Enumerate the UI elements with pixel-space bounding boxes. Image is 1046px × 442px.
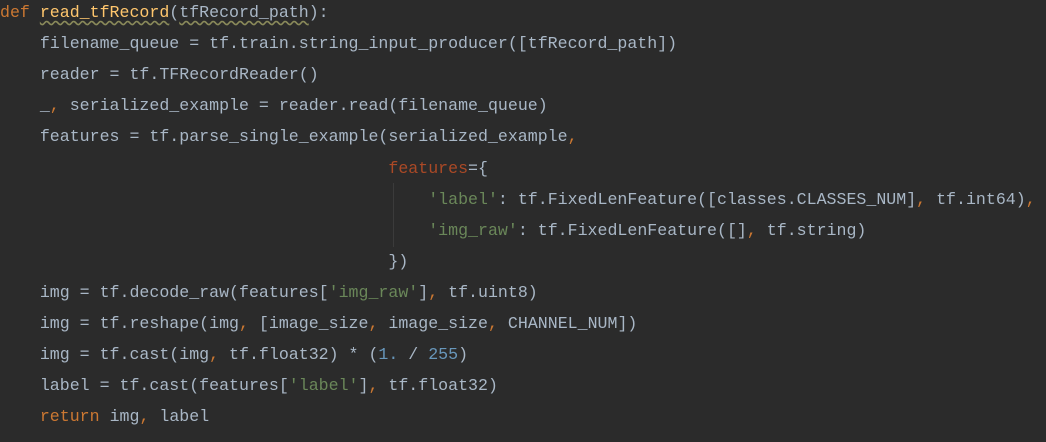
comma-token: , xyxy=(428,283,439,302)
code-token xyxy=(0,221,428,240)
string-token: 'label' xyxy=(428,190,498,209)
comma-token: , xyxy=(567,127,578,146)
code-token: filename_queue = tf.train.string_input_p… xyxy=(0,34,678,53)
function-name-token: read_tfRecord xyxy=(39,3,170,22)
code-token: img = tf.cast(img xyxy=(0,345,210,364)
comma-token: , xyxy=(239,314,249,333)
code-token: label = tf.cast(features[ xyxy=(0,376,289,395)
keyword-token: def xyxy=(0,3,40,22)
code-token: ( xyxy=(169,3,180,22)
code-token: ] xyxy=(418,283,429,302)
comma-token: , xyxy=(49,96,60,115)
code-token: img = tf.decode_raw(features[ xyxy=(0,283,329,302)
code-line[interactable]: def read_tfRecord(tfRecord_path): xyxy=(0,0,329,28)
code-token xyxy=(0,190,428,209)
comma-token: , xyxy=(139,407,150,426)
code-token: image_size xyxy=(378,314,488,333)
comma-token: , xyxy=(916,190,927,209)
code-line[interactable]: label = tf.cast(features['label'], tf.fl… xyxy=(0,370,498,401)
string-token: 'label' xyxy=(288,376,359,395)
parameter-token: tfRecord_path xyxy=(179,3,309,22)
code-token: / xyxy=(398,345,429,364)
code-token: tf.string) xyxy=(756,221,867,240)
code-token: : tf.FixedLenFeature([classes.CLASSES_NU… xyxy=(497,190,917,209)
code-line[interactable]: reader = tf.TFRecordReader() xyxy=(0,59,319,90)
code-token: label xyxy=(149,407,210,426)
code-token: img xyxy=(109,407,140,426)
code-token: tf.float32) * ( xyxy=(219,345,379,364)
code-token: ] xyxy=(358,376,369,395)
code-token: reader = tf.TFRecordReader() xyxy=(0,65,319,84)
code-line[interactable]: img = tf.cast(img, tf.float32) * (1. / 2… xyxy=(0,339,468,370)
code-token: tf.float32) xyxy=(378,376,498,395)
number-token: 1. xyxy=(378,345,399,364)
code-token: _ xyxy=(0,96,50,115)
keyword-token: return xyxy=(39,407,110,426)
comma-token: , xyxy=(368,314,379,333)
comma-token: , xyxy=(746,221,757,240)
code-token: ): xyxy=(308,3,329,22)
code-line[interactable]: features = tf.parse_single_example(seria… xyxy=(0,121,578,152)
code-token: }) xyxy=(0,252,409,271)
named-arg-token: features xyxy=(388,159,469,178)
comma-token: , xyxy=(1025,190,1036,209)
code-token xyxy=(0,159,388,178)
code-line[interactable]: 'label': tf.FixedLenFeature([classes.CLA… xyxy=(0,184,1036,215)
code-line[interactable]: }) xyxy=(0,246,408,277)
comma-token: , xyxy=(487,314,498,333)
string-token: 'img_raw' xyxy=(428,221,518,240)
code-line[interactable]: _, serialized_example = reader.read(file… xyxy=(0,90,548,121)
code-line[interactable]: img = tf.reshape(img, [image_size, image… xyxy=(0,308,638,339)
code-line[interactable]: 'img_raw': tf.FixedLenFeature([], tf.str… xyxy=(0,215,866,246)
string-token: 'img_raw' xyxy=(328,283,419,302)
code-token: tf.uint8) xyxy=(438,283,538,302)
code-token: img = tf.reshape(img xyxy=(0,314,239,333)
code-line[interactable]: img = tf.decode_raw(features['img_raw'],… xyxy=(0,277,538,308)
code-token: [image_size xyxy=(248,314,369,333)
code-token: ) xyxy=(458,345,469,364)
code-token: serialized_example = reader.read(filenam… xyxy=(59,96,548,115)
code-token: ={ xyxy=(468,159,488,178)
code-token: tf.int64) xyxy=(926,190,1026,209)
indent-guide xyxy=(393,183,394,247)
code-token: : tf.FixedLenFeature([] xyxy=(517,221,747,240)
code-token: features = tf.parse_single_example(seria… xyxy=(0,127,568,146)
code-token: CHANNEL_NUM]) xyxy=(497,314,638,333)
code-token xyxy=(0,407,40,426)
code-line[interactable]: filename_queue = tf.train.string_input_p… xyxy=(0,28,677,59)
comma-token: , xyxy=(368,376,379,395)
code-line[interactable]: return img, label xyxy=(0,401,209,432)
comma-token: , xyxy=(209,345,220,364)
code-line[interactable]: features={ xyxy=(0,153,488,184)
number-token: 255 xyxy=(428,345,459,364)
